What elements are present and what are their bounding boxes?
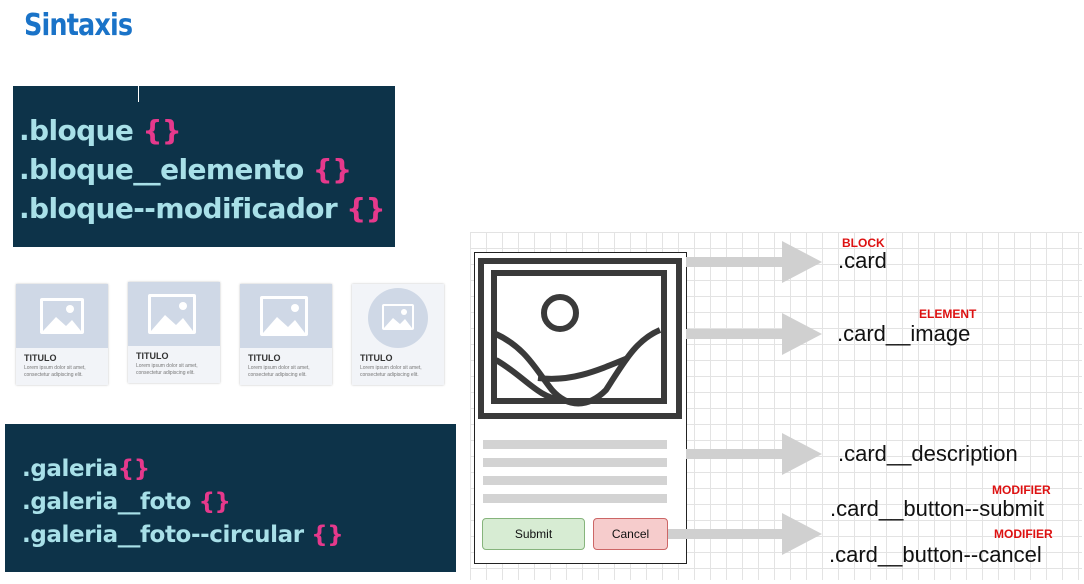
arrow-to-card — [686, 241, 822, 283]
card-description-class-label: .card__description — [838, 441, 1018, 466]
gallery-card-title: TITULO — [360, 353, 393, 363]
gallery-card-title: TITULO — [136, 351, 169, 361]
code-line-element: .galeria__foto {} — [22, 489, 231, 515]
description-line — [483, 494, 667, 503]
card-button-cancel-class-label: .card__button--cancel — [829, 542, 1042, 567]
submit-button[interactable]: Submit — [482, 518, 585, 550]
modifier-tag: MODIFIER — [994, 527, 1053, 541]
block-tag: BLOCK — [842, 236, 885, 250]
gallery-card-circular: TITULO Lorem ipsum dolor sit amet, conse… — [352, 284, 444, 385]
gallery-card-description: Lorem ipsum dolor sit amet, consectetur … — [360, 365, 422, 378]
description-line — [483, 458, 667, 467]
image-icon — [260, 296, 308, 336]
card-mockup — [474, 252, 687, 564]
card-class-label: .card — [838, 248, 887, 273]
description-line — [483, 476, 667, 485]
image-icon — [148, 294, 196, 334]
image-placeholder-circular — [352, 284, 444, 348]
gallery-card-description: Lorem ipsum dolor sit amet, consectetur … — [136, 363, 198, 376]
text-cursor — [138, 86, 139, 102]
image-placeholder — [240, 284, 332, 348]
code-line-modifier: .galeria__foto--circular {} — [22, 522, 344, 548]
code-line-modifier: .bloque--modificador {} — [19, 192, 386, 225]
modifier-tag: MODIFIER — [992, 483, 1051, 497]
gallery-card: TITULO Lorem ipsum dolor sit amet, conse… — [240, 284, 332, 385]
arrow-to-card-button — [668, 513, 822, 555]
code-line-element: .bloque__elemento {} — [19, 153, 352, 186]
gallery-card-description: Lorem ipsum dolor sit amet, consectetur … — [248, 365, 310, 378]
description-line — [483, 440, 667, 449]
gallery-card-description: Lorem ipsum dolor sit amet, consectetur … — [24, 365, 86, 378]
image-icon — [368, 288, 428, 348]
page-title: Sintaxis — [24, 8, 133, 43]
image-icon — [40, 298, 84, 334]
gallery-card: TITULO Lorem ipsum dolor sit amet, conse… — [16, 284, 108, 385]
card-button-submit-class-label: .card__button--submit — [830, 496, 1044, 521]
bem-syntax-code-block: .bloque {} .bloque__elemento {} .bloque-… — [13, 86, 395, 247]
arrow-to-card-description — [686, 433, 822, 475]
card-image-class-label: .card__image — [837, 321, 971, 346]
element-tag: ELEMENT — [919, 307, 977, 321]
cancel-button[interactable]: Cancel — [593, 518, 668, 550]
image-placeholder — [16, 284, 108, 348]
gallery-card: TITULO Lorem ipsum dolor sit amet, conse… — [128, 282, 220, 383]
code-line-block: .galeria{} — [22, 456, 150, 482]
code-line-block: .bloque {} — [19, 114, 182, 147]
galeria-code-block: .galeria{} .galeria__foto {} .galeria__f… — [5, 424, 456, 572]
image-placeholder — [128, 282, 220, 346]
arrow-to-card-image — [686, 313, 822, 355]
card-image-icon — [478, 258, 682, 419]
gallery-card-title: TITULO — [24, 353, 57, 363]
gallery-card-title: TITULO — [248, 353, 281, 363]
